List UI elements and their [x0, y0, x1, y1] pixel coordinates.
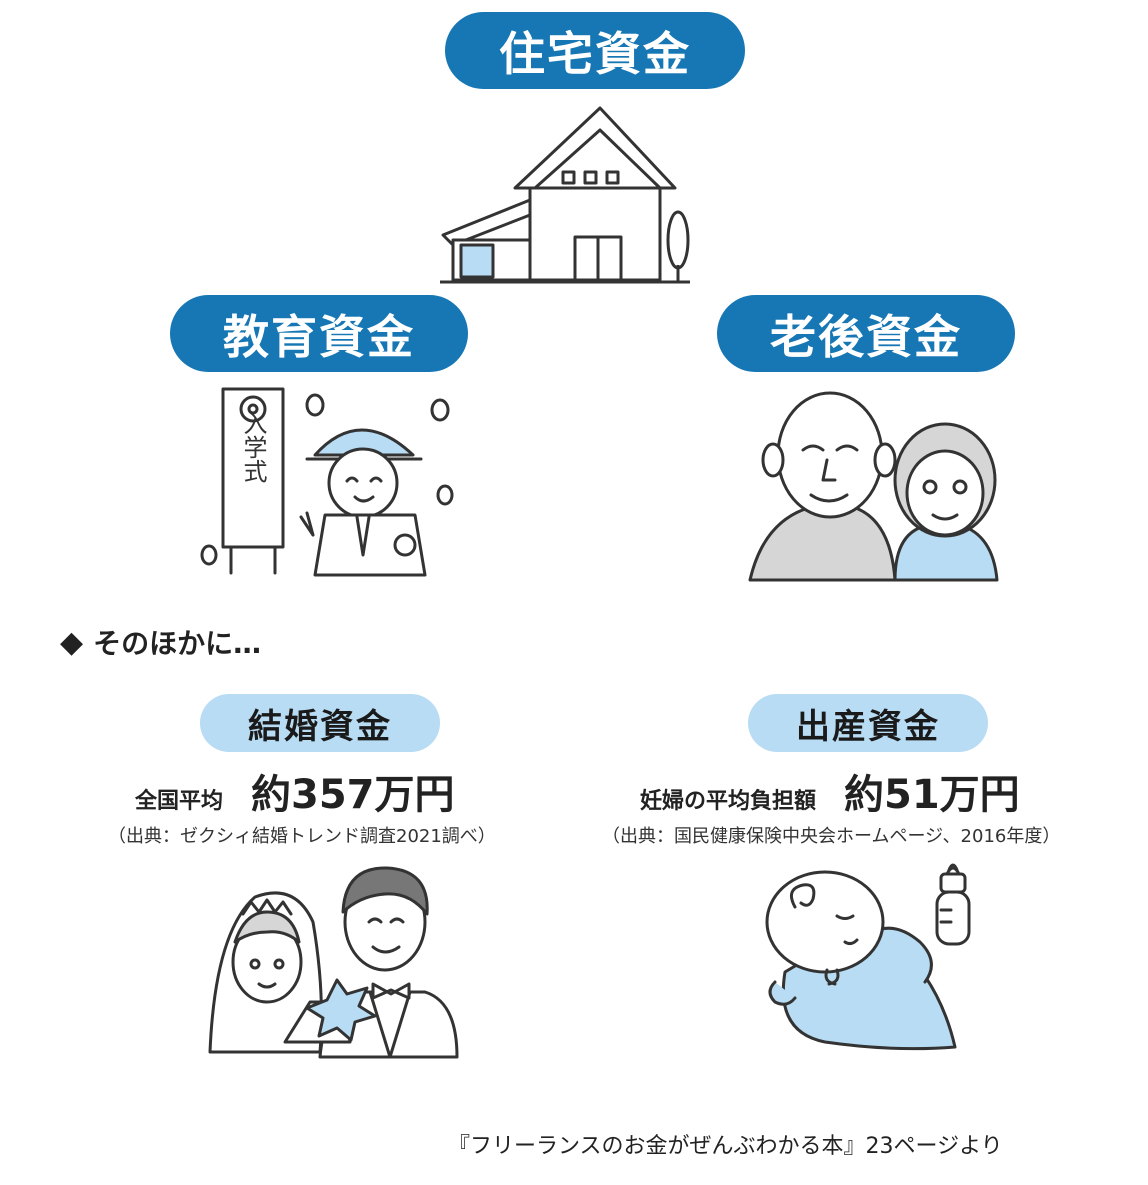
education-fund-label: 教育資金 [223, 309, 415, 364]
education-fund-badge: 教育資金 [170, 295, 468, 372]
school-entrance-illustration: 入学式 [200, 387, 454, 577]
birth-stat: 妊婦の平均負担額 約51万円 [640, 762, 1020, 820]
birth-fund-label: 出産資金 [796, 706, 940, 747]
housing-fund-label: 住宅資金 [499, 26, 691, 81]
elderly-couple-illustration [748, 391, 999, 582]
birth-stat-label: 妊婦の平均負担額 [640, 789, 817, 814]
wedding-source: （出典：ゼクシィ結婚トレンド調査2021調べ） [108, 826, 496, 847]
retirement-fund-label: 老後資金 [770, 309, 962, 364]
housing-fund-badge: 住宅資金 [445, 12, 745, 89]
other-funds-heading-text: そのほかに… [93, 627, 262, 660]
wedding-fund-label: 結婚資金 [248, 706, 392, 747]
wedding-stat: 全国平均 約357万円 [135, 762, 455, 820]
birth-source: （出典：国民健康保険中央会ホームページ、2016年度） [602, 826, 1061, 847]
diamond-bullet-icon: ◆ [60, 624, 84, 660]
birth-fund-badge: 出産資金 [748, 694, 988, 752]
wedding-stat-value: 約357万円 [251, 772, 455, 818]
retirement-fund-badge: 老後資金 [717, 295, 1015, 372]
baby-illustration [765, 863, 971, 1051]
wedding-fund-badge: 結婚資金 [200, 694, 440, 752]
other-funds-heading: ◆ そのほかに… [60, 622, 261, 662]
house-illustration [440, 106, 690, 284]
wedding-stat-label: 全国平均 [135, 789, 224, 814]
school-sign-text: 入学式 [239, 411, 267, 483]
birth-stat-value: 約51万円 [844, 772, 1020, 818]
wedding-couple-illustration [208, 866, 459, 1059]
book-credit: 『フリーランスのお金がぜんぶわかる本』23ページより [448, 1134, 1003, 1159]
